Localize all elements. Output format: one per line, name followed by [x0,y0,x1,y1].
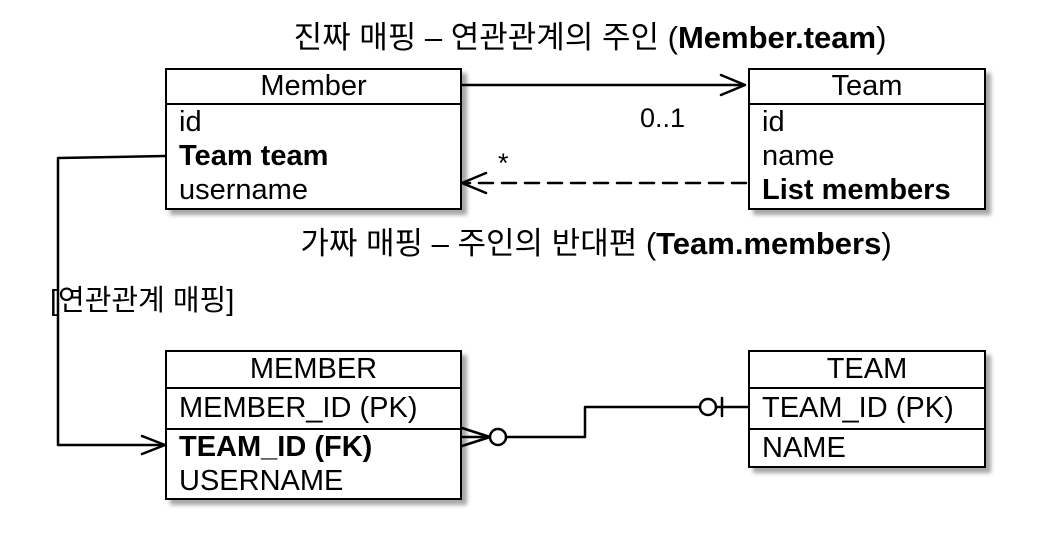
caption-bold-text: Member.team [677,20,877,55]
member-class-box: Member id Team team username [165,68,462,210]
team-class-box: Team id name List members [748,68,986,210]
caption-text: 가짜 매핑 – 주인의 반대편 ( [300,226,657,261]
relationship-mapping-label: [연관관계 매핑] [50,285,235,317]
crows-foot-lower-prong [460,435,492,448]
primary-key-column: TEAM_ID (PK) [750,389,984,430]
owner-mapping-caption: 진짜 매핑 – 연관관계의 주인 (Member.team) [190,18,990,58]
class-name: Team [750,70,984,105]
primary-key-column: MEMBER_ID (PK) [167,389,460,430]
caption-bold-text: Team.members [656,226,882,261]
open-arrowhead-at-team [719,73,747,97]
field-id: id [762,106,785,138]
optional-circle-team-side [698,397,718,417]
field-id: id [179,106,202,138]
member-table-box: MEMBER MEMBER_ID (PK) TEAM_ID (FK) USERN… [165,350,462,500]
optional-circle-member-side [488,427,508,447]
field-name: name [762,140,835,172]
mapping-connector-line [56,154,167,447]
foreign-key-column: TEAM_ID (FK) [179,431,373,463]
field-team: Team team [179,140,329,172]
crows-foot-upper-prong [460,426,492,439]
table-name: MEMBER [167,352,460,389]
team-table-box: TEAM TEAM_ID (PK) NAME [748,350,986,468]
multiplicity-to-member: * [498,148,509,178]
caption-suffix: ) [881,226,892,261]
field-username: username [179,174,308,206]
inverse-mapping-caption: 가짜 매핑 – 주인의 반대편 (Team.members) [196,224,996,264]
field-members: List members [762,174,951,206]
multiplicity-to-team: 0..1 [640,103,686,133]
caption-text: 진짜 매핑 – 연관관계의 주인 ( [293,20,678,55]
username-column: USERNAME [179,465,344,497]
class-name: Member [167,70,460,105]
table-name: TEAM [750,352,984,389]
name-column: NAME [762,432,846,464]
open-arrowhead-at-member [460,171,488,195]
relationship-line [504,405,702,439]
caption-suffix: ) [876,20,887,55]
